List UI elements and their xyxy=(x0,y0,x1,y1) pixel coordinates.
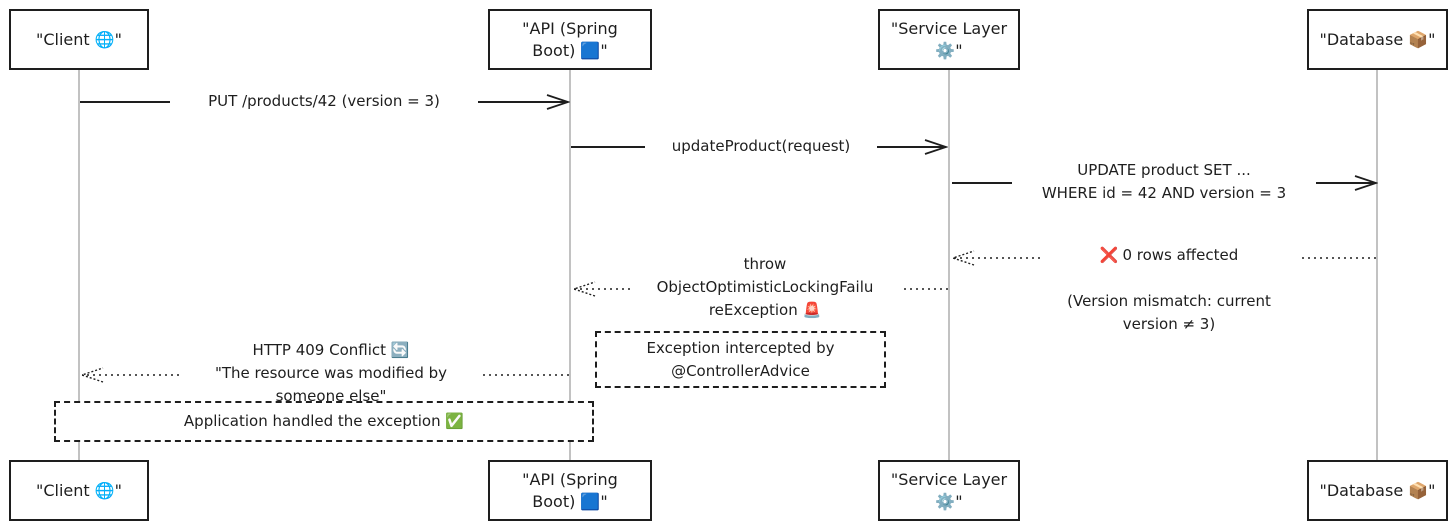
message-rows-affected-detail: (Version mismatch: current version ≠ 3) xyxy=(1067,292,1271,333)
participant-database-top: "Database 📦" xyxy=(1307,9,1448,70)
message-rows-affected-title: 0 rows affected xyxy=(1122,246,1239,264)
participant-api-top: "API (Spring Boot) 🟦" xyxy=(488,9,652,70)
message-update-sql: UPDATE product SET ... WHERE id = 42 AND… xyxy=(1012,159,1316,205)
note-handled-exception: Application handled the exception ✅ xyxy=(54,401,594,442)
message-update-product: updateProduct(request) xyxy=(645,135,877,158)
message-put-request: PUT /products/42 (version = 3) xyxy=(170,90,478,113)
participant-service-top: "Service Layer ⚙️" xyxy=(878,9,1020,70)
participant-client-bottom: "Client 🌐" xyxy=(9,460,149,521)
participant-service-bottom: "Service Layer ⚙️" xyxy=(878,460,1020,521)
participant-database-bottom: "Database 📦" xyxy=(1307,460,1448,521)
participant-api-bottom: "API (Spring Boot) 🟦" xyxy=(488,460,652,521)
message-throw-exception: throw ObjectOptimisticLockingFailu reExc… xyxy=(630,253,900,322)
cross-mark-icon: ❌ xyxy=(1099,246,1119,264)
message-rows-affected: ❌0 rows affected (Version mismatch: curr… xyxy=(1040,221,1298,336)
message-http-409: HTTP 409 Conflict 🔄 "The resource was mo… xyxy=(182,339,480,408)
note-controller-advice: Exception intercepted by @ControllerAdvi… xyxy=(595,331,886,388)
participant-client-top: "Client 🌐" xyxy=(9,9,149,70)
